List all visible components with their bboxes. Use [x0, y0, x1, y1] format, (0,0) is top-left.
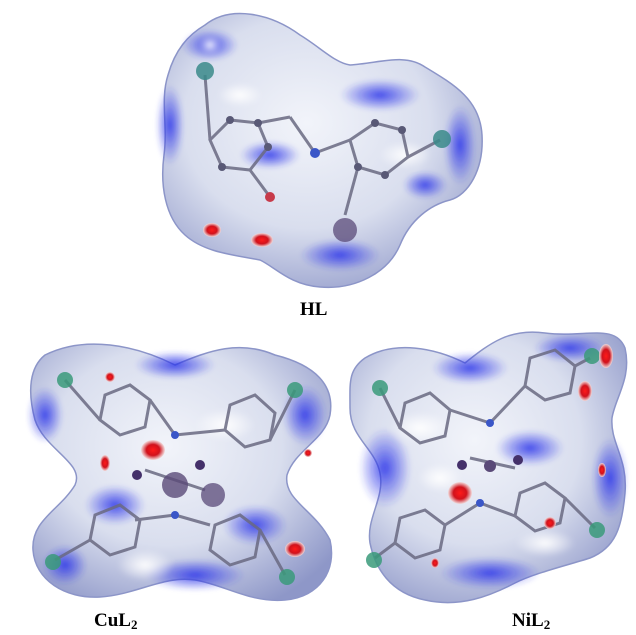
oxygen-atom [457, 460, 467, 470]
caption-hl: HL [300, 300, 327, 319]
chlorine-atom [372, 380, 388, 396]
chlorine-atom [589, 522, 605, 538]
hl-atoms [196, 62, 451, 242]
red-contact-spot [285, 541, 305, 557]
oxygen-atom [132, 470, 142, 480]
chlorine-atom [45, 554, 61, 570]
bromine-atom [333, 218, 357, 242]
nitrogen-atom [476, 499, 484, 507]
red-contact-spot [598, 463, 606, 477]
chlorine-atom [279, 569, 295, 585]
nil2-atoms [366, 348, 605, 568]
chlorine-atom [584, 348, 600, 364]
chlorine-atom [366, 552, 382, 568]
red-contact-spot [105, 372, 115, 382]
cul2-atoms [45, 372, 303, 585]
red-contact-spot [203, 223, 221, 237]
bromine-atom [201, 483, 225, 507]
red-contact-spot [578, 381, 592, 401]
oxygen-atom [513, 455, 523, 465]
red-contact-spot [141, 440, 165, 460]
red-contact-spot [251, 233, 273, 247]
oxygen-atom [265, 192, 275, 202]
red-contact-spot [544, 517, 556, 529]
nitrogen-atom [310, 148, 320, 158]
oxygen-atom [195, 460, 205, 470]
caption-hl-main: HL [300, 299, 328, 320]
hl-hirshfeld-surface [150, 5, 490, 295]
caption-cul2: CuL2 [94, 611, 137, 631]
copper-atom [162, 472, 188, 498]
caption-nil2-sub: 2 [543, 617, 551, 632]
red-contact-spot [304, 449, 312, 457]
nickel-atom [484, 460, 496, 472]
red-contact-spot [100, 455, 110, 471]
caption-cul2-sub: 2 [130, 617, 138, 632]
caption-nil2: NiL2 [512, 611, 550, 631]
red-contact-spot [599, 344, 613, 368]
red-contact-spot [448, 482, 472, 504]
nil2-molecule [374, 348, 597, 560]
caption-cul2-main: CuL [94, 610, 131, 631]
red-contact-spot [431, 558, 439, 568]
chlorine-atom [433, 130, 451, 148]
chlorine-atom [287, 382, 303, 398]
chlorine-atom [57, 372, 73, 388]
nitrogen-atom [171, 431, 179, 439]
caption-nil2-main: NiL [512, 610, 544, 631]
nil2-hirshfeld-surface [340, 318, 632, 608]
cul2-hirshfeld-surface [25, 335, 343, 605]
nitrogen-atom [171, 511, 179, 519]
chlorine-atom [196, 62, 214, 80]
nitrogen-atom [486, 419, 494, 427]
